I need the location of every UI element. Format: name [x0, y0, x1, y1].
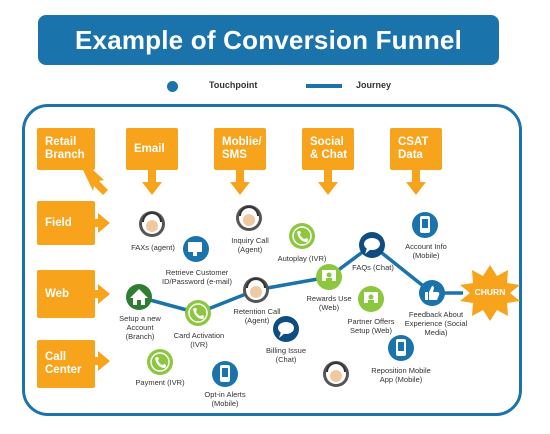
mobile-icon-reposition — [388, 335, 414, 361]
label-account-info: Account Info (Mobile) — [405, 242, 447, 260]
page-title: Example of Conversion Funnel — [75, 24, 462, 55]
label-payment: Payment (IVR) — [135, 378, 185, 387]
chat-icon-billing — [273, 316, 299, 342]
label-reposition: Reposition Mobile App (Mobile) — [371, 366, 431, 384]
channel-csat-data: CSAT Data — [390, 128, 442, 170]
label-retention: Retention Call (Agent) — [233, 307, 281, 325]
phone-icon-card — [185, 300, 211, 326]
legend-touchpoint-label: Touchpoint — [209, 80, 258, 90]
retail-branch-arrow — [83, 170, 108, 195]
click-icon-retrieve — [183, 236, 209, 262]
mobile-icon-account-info — [412, 212, 438, 238]
channel-email: Email — [126, 128, 178, 170]
churn-starburst — [460, 265, 520, 321]
call-center-arrow — [85, 351, 110, 371]
csat-data-arrow — [406, 170, 426, 195]
social-chat-arrow — [318, 170, 338, 195]
channel-retail-branch: Retail Branch — [37, 128, 95, 170]
phone-icon-payment — [147, 349, 173, 375]
web-arrow — [85, 284, 110, 304]
chat-icon-faqs — [359, 232, 385, 258]
label-faxs: FAXs (agent) — [131, 243, 175, 252]
headset-icon-extra — [323, 361, 349, 387]
label-card: Card Activation (IVR) — [173, 331, 225, 349]
touchpoint-legend-dot — [167, 81, 178, 92]
churn-label: CHURN — [474, 287, 506, 297]
email-arrow — [142, 170, 162, 195]
label-partner: Partner Offers Setup (Web) — [347, 317, 395, 335]
label-faqs: FAQs (Chat) — [352, 263, 394, 272]
label-rewards: Rewards Use (Web) — [306, 294, 352, 312]
label-inquiry: Inquiry Call (Agent) — [231, 236, 269, 254]
channel-web: Web — [37, 270, 95, 318]
label-optin: Opt-in Alerts (Mobile) — [204, 390, 246, 408]
label-setup: Setup a new Account (Branch) — [119, 314, 161, 341]
label-autoplay: Autoplay (IVR) — [277, 254, 327, 263]
label-billing: Billing Issue (Chat) — [265, 346, 307, 364]
home-icon-setup — [126, 284, 152, 310]
phone-icon-autoplay — [289, 223, 315, 249]
title-banner: Example of Conversion Funnel — [38, 15, 499, 65]
mobile-sms-arrow — [230, 170, 250, 195]
channel-social-chat: Social & Chat — [302, 128, 354, 170]
headset-icon-faxs — [139, 211, 165, 237]
legend-journey-label: Journey — [356, 80, 392, 90]
journey-legend-line — [306, 84, 342, 88]
web-icon-partner — [358, 286, 384, 312]
label-feedback: Feedback About Experience (Social Media) — [404, 310, 468, 337]
mobile-icon-optin — [212, 361, 238, 387]
field-arrow — [85, 213, 110, 233]
channel-mobile-sms: Moblie/ SMS — [214, 128, 266, 170]
label-retrieve: Retrieve Customer ID/Password (e-mail) — [161, 268, 232, 286]
headset-icon-inquiry — [236, 205, 262, 231]
headset-icon-retention — [243, 277, 269, 303]
web-icon-rewards — [316, 264, 342, 290]
thumbs-up-icon-feedback — [419, 280, 445, 306]
diagram-frame — [22, 104, 522, 416]
